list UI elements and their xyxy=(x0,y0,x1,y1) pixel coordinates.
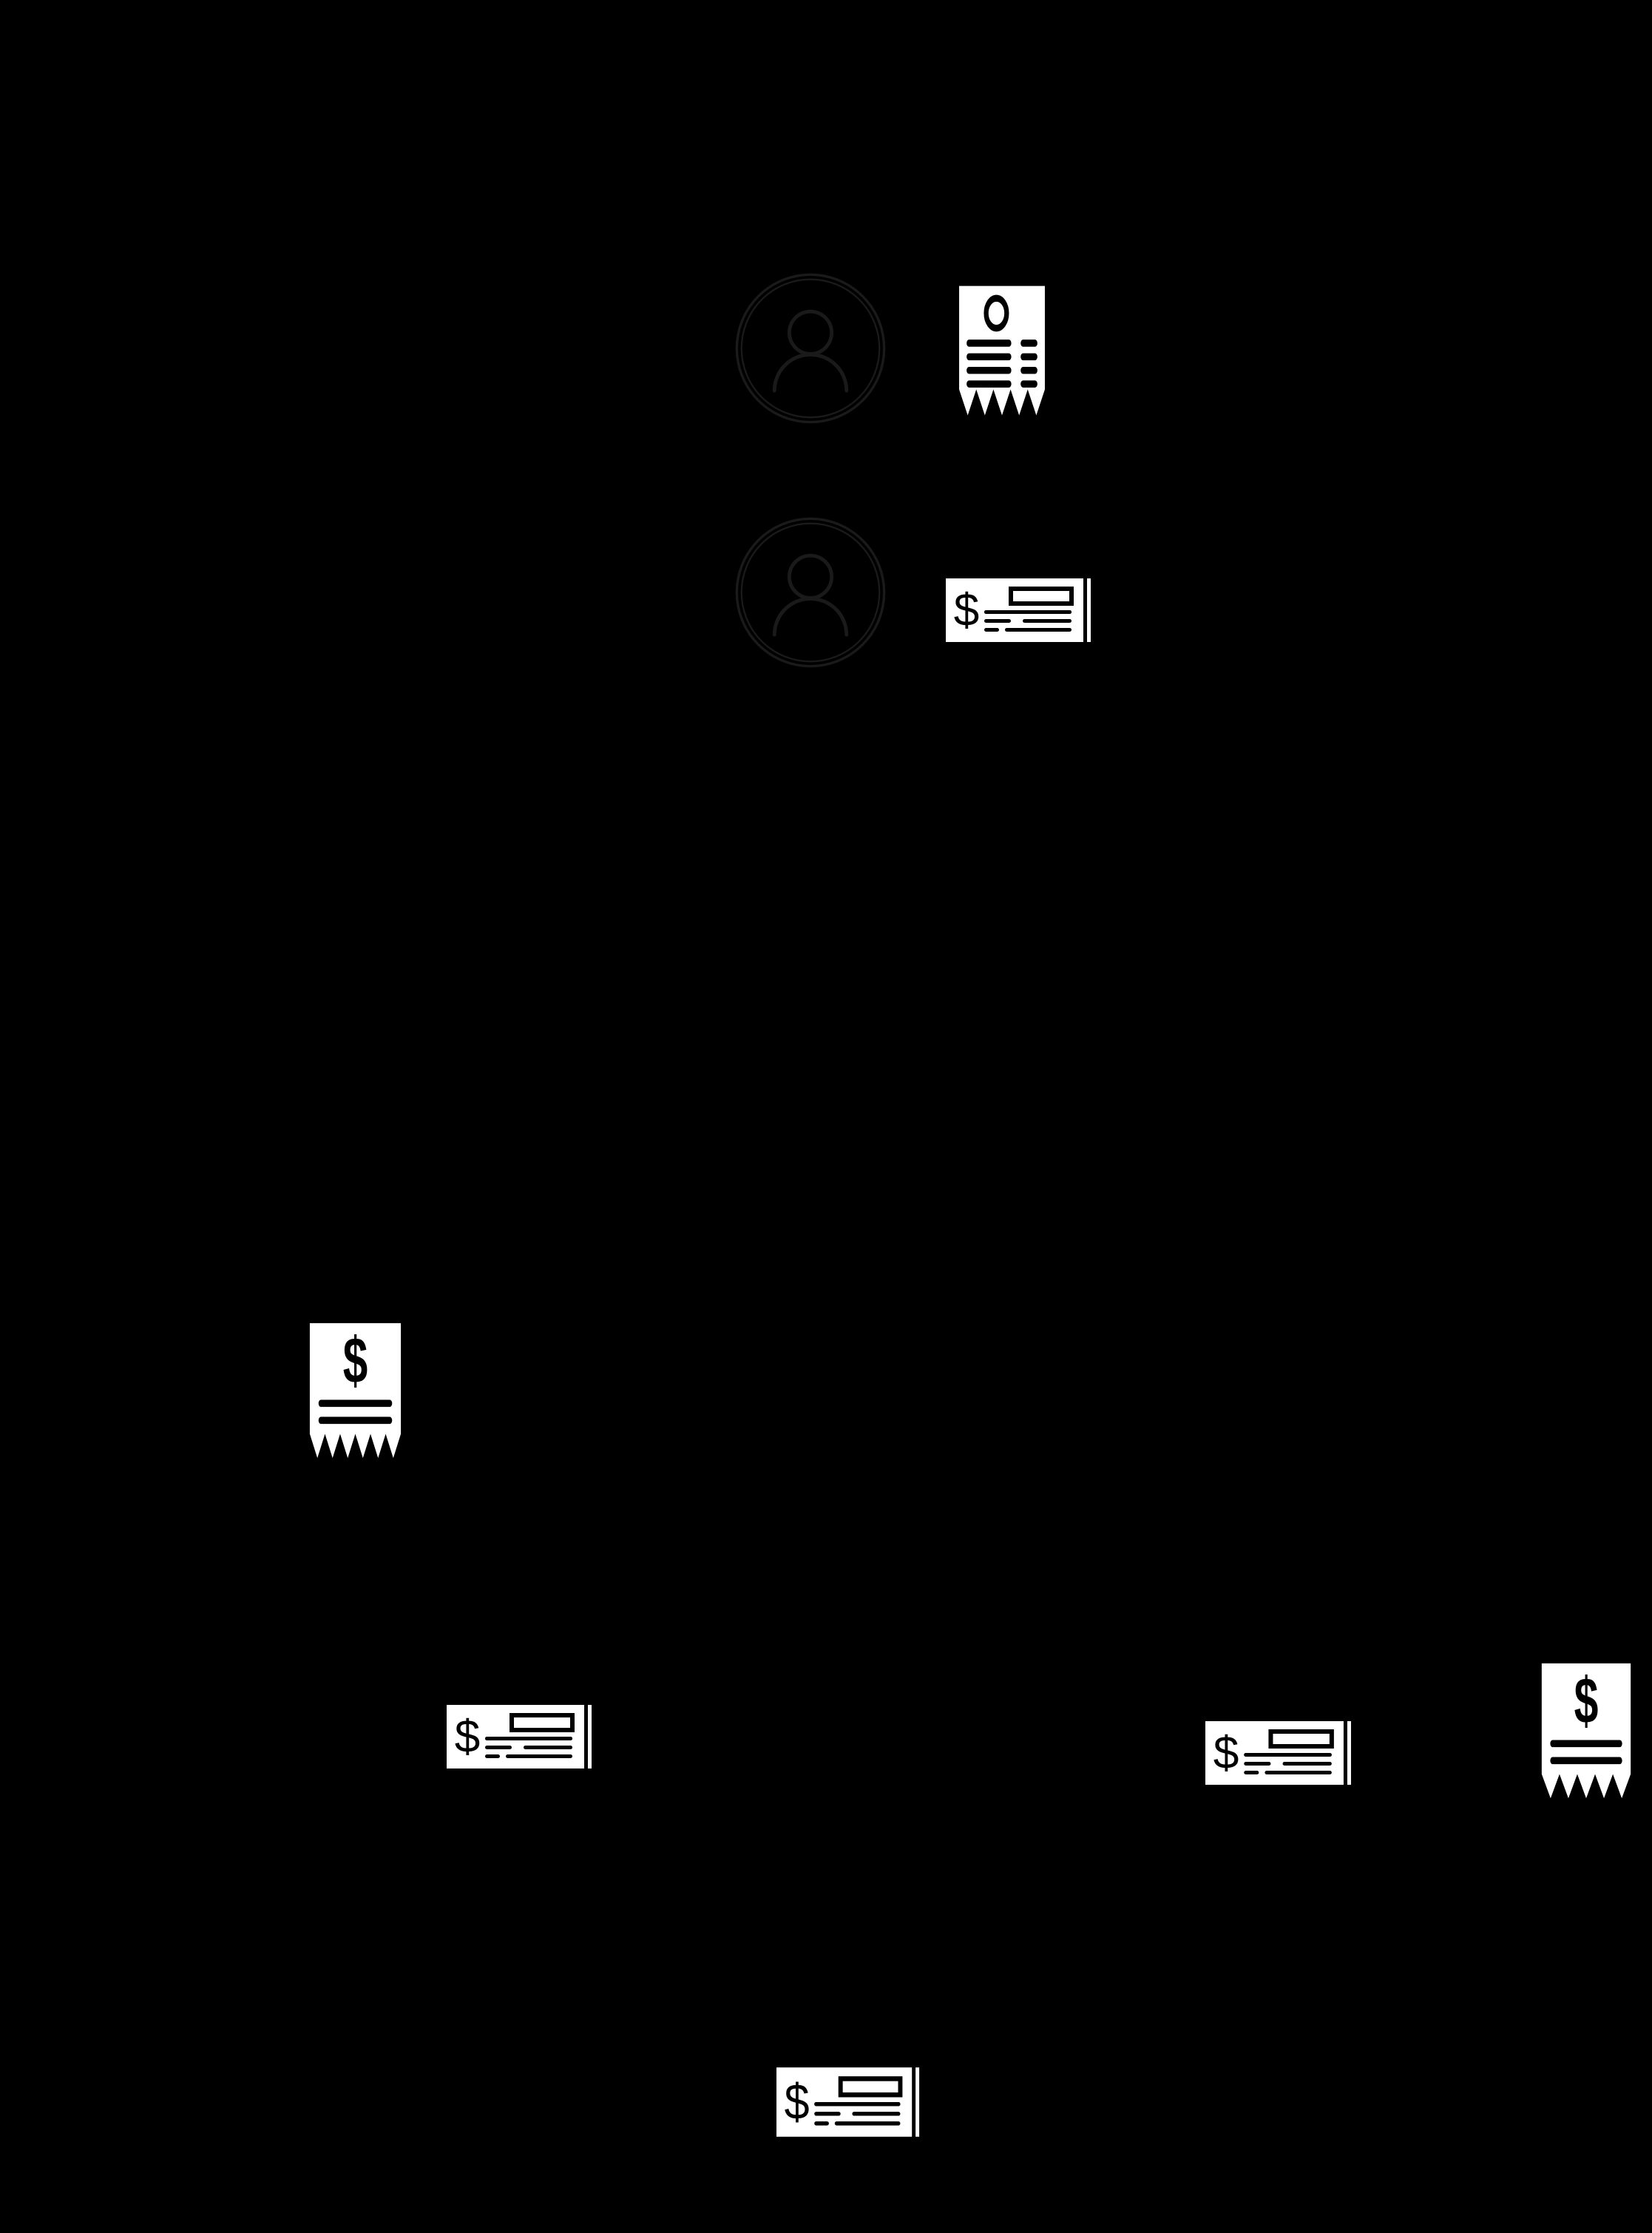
user-avatar-icon[interactable]: User Avatar xyxy=(732,270,889,427)
svg-text:$: $ xyxy=(1213,1728,1239,1779)
svg-text:$: $ xyxy=(785,2074,810,2130)
user-avatar-icon[interactable]: User Avatar xyxy=(732,514,889,671)
bank-check-icon[interactable]: $Bank Check xyxy=(1205,1720,1354,1786)
dollar-receipt-icon[interactable]: $Dollar Receipt xyxy=(1539,1661,1634,1803)
dollar-receipt-icon[interactable]: $Dollar Receipt xyxy=(307,1320,404,1462)
svg-text:$: $ xyxy=(455,1712,480,1763)
svg-text:$: $ xyxy=(343,1325,368,1397)
bank-check-icon[interactable]: $Bank Check xyxy=(946,577,1094,643)
bank-check-icon[interactable]: $Bank Check xyxy=(776,2066,922,2138)
bank-check-icon[interactable]: $Bank Check xyxy=(447,1703,595,1770)
svg-text:$: $ xyxy=(1574,1663,1599,1737)
svg-text:$: $ xyxy=(954,585,979,636)
receipt-icon[interactable]: Receipt xyxy=(955,283,1049,419)
